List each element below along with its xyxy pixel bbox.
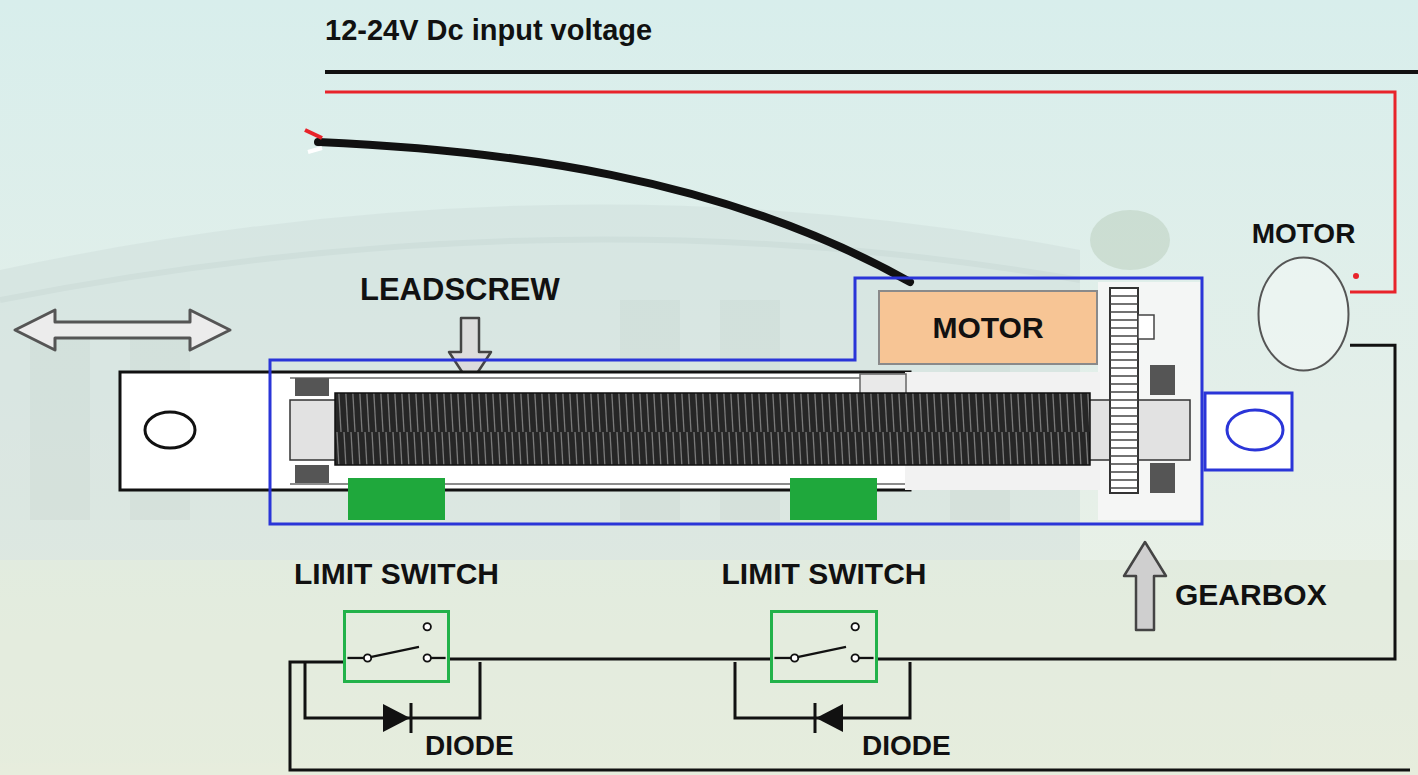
motion-arrow <box>15 310 230 350</box>
housing-outline <box>270 278 1202 524</box>
circuit-wire <box>878 345 1395 659</box>
part-label: DIODE <box>862 730 951 762</box>
circuit-wire <box>450 659 770 660</box>
limit-switch-marker <box>790 478 877 520</box>
node-heading: LIMIT SWITCH <box>294 557 499 591</box>
input-wire <box>325 92 1395 292</box>
circuit-wire <box>290 662 1410 770</box>
diode-symbol <box>383 703 411 733</box>
mount-hole <box>145 412 195 448</box>
cable-wire <box>308 148 322 152</box>
leadscrew <box>335 393 1090 465</box>
limit-switch: LIMIT SWITCH <box>343 610 450 683</box>
wire-path <box>878 345 1395 659</box>
pointer-arrow <box>1124 542 1166 630</box>
input-voltage-label: 12-24V Dc input voltage <box>325 14 652 47</box>
input-wire <box>325 70 1418 74</box>
switch-symbol <box>773 613 875 680</box>
part-label: DIODE <box>425 730 514 762</box>
rear-mount <box>1205 393 1292 470</box>
motor-circle: MOTOR <box>1257 256 1350 372</box>
motor-symbol <box>1257 256 1350 372</box>
gear <box>1110 288 1175 493</box>
node-heading: LIMIT SWITCH <box>722 557 927 591</box>
cable-wire <box>305 130 322 138</box>
diode-symbol <box>815 703 843 733</box>
limit-switch-marker <box>348 478 445 520</box>
switch-symbol <box>346 613 447 680</box>
cable <box>318 142 910 282</box>
background-building <box>0 205 1418 775</box>
limit-switch: LIMIT SWITCH <box>770 610 878 683</box>
wire-path <box>450 658 770 661</box>
part-label: GEARBOX <box>1175 578 1327 612</box>
motor-box: MOTOR <box>878 290 1098 365</box>
node-heading: MOTOR <box>1252 218 1356 250</box>
part-label: LEADSCREW <box>360 272 560 308</box>
node-label: MOTOR <box>932 311 1043 345</box>
